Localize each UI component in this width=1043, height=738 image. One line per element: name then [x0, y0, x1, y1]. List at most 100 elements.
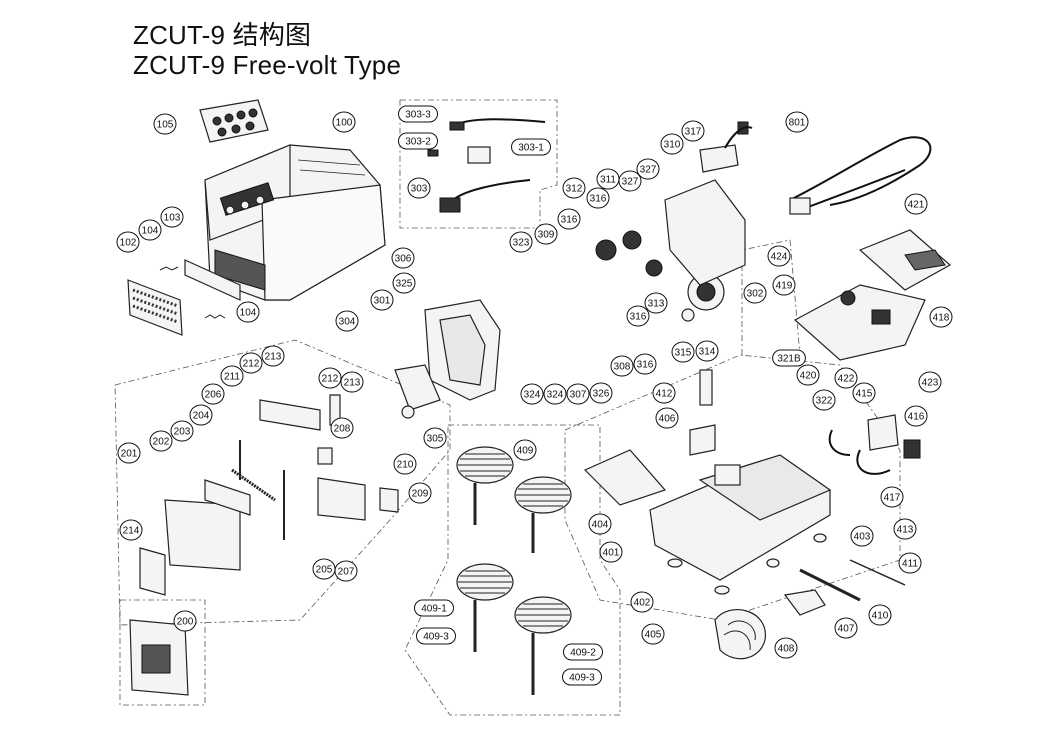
callout-text: 303-3	[405, 110, 431, 121]
label-sheet-105	[199, 99, 269, 143]
callout-text: 406	[659, 414, 676, 425]
callout-text: 401	[603, 548, 620, 559]
callout-326: 326	[589, 382, 613, 404]
callout-text: 205	[316, 565, 333, 576]
callout-text: 209	[412, 489, 429, 500]
callout-text: 323	[513, 238, 530, 249]
callout-421: 421	[904, 193, 928, 215]
callout-text: 801	[789, 118, 806, 129]
callout-407: 407	[834, 617, 858, 639]
callout-801: 801	[785, 111, 809, 133]
callout-412: 412	[652, 382, 676, 404]
callout-201: 201	[117, 442, 141, 464]
callout-303-2: 303-2	[398, 132, 438, 150]
callout-text: 409-3	[423, 632, 449, 643]
callout-text: 421	[908, 200, 925, 211]
callout-212: 212	[239, 352, 263, 374]
callout-309: 309	[534, 223, 558, 245]
callout-202: 202	[149, 430, 173, 452]
callout-text: 419	[776, 281, 793, 292]
callout-text: 315	[675, 348, 692, 359]
callout-text: 417	[884, 493, 901, 504]
callout-text: 326	[593, 389, 610, 400]
callout-text: 404	[592, 520, 609, 531]
callout-422: 422	[834, 367, 858, 389]
callout-text: 303-2	[405, 137, 431, 148]
callout-205: 205	[312, 558, 336, 580]
callout-316: 316	[633, 353, 657, 375]
callout-text: 105	[157, 120, 174, 131]
callout-text: 314	[699, 347, 716, 358]
callout-100: 100	[332, 111, 356, 133]
callout-303: 303	[407, 177, 431, 199]
callout-325: 325	[392, 272, 416, 294]
callout-301: 301	[370, 289, 394, 311]
callout-324: 324	[520, 383, 544, 405]
callout-314: 314	[695, 340, 719, 362]
callout-213: 213	[340, 371, 364, 393]
callout-text: 325	[396, 279, 413, 290]
callout-text: 422	[838, 374, 855, 385]
callout-207: 207	[334, 560, 358, 582]
callout-text: 416	[908, 412, 925, 423]
callout-text: 305	[427, 434, 444, 445]
callout-text: 100	[336, 118, 353, 129]
bottom-parts-405-411	[667, 533, 906, 660]
callout-312: 312	[562, 177, 586, 199]
callout-418: 418	[929, 306, 953, 328]
callout-417: 417	[880, 486, 904, 508]
main-housing-100	[204, 144, 386, 301]
callout-text: 316	[637, 360, 654, 371]
callout-405: 405	[641, 623, 665, 645]
callout-408: 408	[774, 637, 798, 659]
callout-327: 327	[636, 158, 660, 180]
callout-213: 213	[261, 345, 285, 367]
callout-text: 409-3	[569, 673, 595, 684]
diagram-title-en: ZCUT-9 Free-volt Type	[133, 50, 402, 80]
callout-text: 206	[205, 390, 222, 401]
callout-text: 409-2	[570, 648, 596, 659]
callout-104: 104	[138, 219, 162, 241]
callout-302: 302	[743, 282, 767, 304]
callout-308: 308	[610, 355, 634, 377]
callout-text: 423	[922, 378, 939, 389]
callout-text: 202	[153, 437, 170, 448]
callout-text: 303	[411, 184, 428, 195]
callout-401: 401	[599, 541, 623, 563]
callout-text: 420	[800, 371, 817, 382]
callout-text: 213	[344, 378, 361, 389]
control-panel-group-200	[129, 394, 399, 696]
callout-text: 321B	[777, 354, 801, 365]
callout-text: 413	[897, 525, 914, 536]
callout-420: 420	[796, 364, 820, 386]
callout-419: 419	[772, 274, 796, 296]
callout-text: 301	[374, 296, 391, 307]
callout-text: 201	[121, 449, 138, 460]
callout-316: 316	[626, 305, 650, 327]
transformer-415-416	[828, 414, 921, 475]
coil-elements-409	[456, 446, 572, 695]
callout-text: 407	[838, 624, 855, 635]
callout-313: 313	[644, 292, 668, 314]
callout-text: 310	[664, 140, 681, 151]
callout-text: 104	[240, 308, 257, 319]
callout-text: 104	[142, 226, 159, 237]
callout-415: 415	[852, 382, 876, 404]
callout-304: 304	[335, 310, 359, 332]
callout-text: 409-1	[421, 604, 447, 615]
callout-409-3: 409-3	[416, 627, 456, 645]
callout-text: 311	[600, 175, 616, 186]
callout-402: 402	[630, 591, 654, 613]
wire-harness-303	[427, 118, 546, 213]
callout-208: 208	[330, 417, 354, 439]
callout-409-3: 409-3	[562, 668, 602, 686]
callout-text: 308	[614, 362, 631, 373]
callout-text: 412	[656, 389, 673, 400]
callout-212: 212	[318, 367, 342, 389]
callout-102: 102	[116, 231, 140, 253]
callout-317: 317	[681, 120, 705, 142]
callout-409: 409	[513, 439, 537, 461]
callout-text: 302	[747, 289, 764, 300]
callout-324: 324	[543, 383, 567, 405]
